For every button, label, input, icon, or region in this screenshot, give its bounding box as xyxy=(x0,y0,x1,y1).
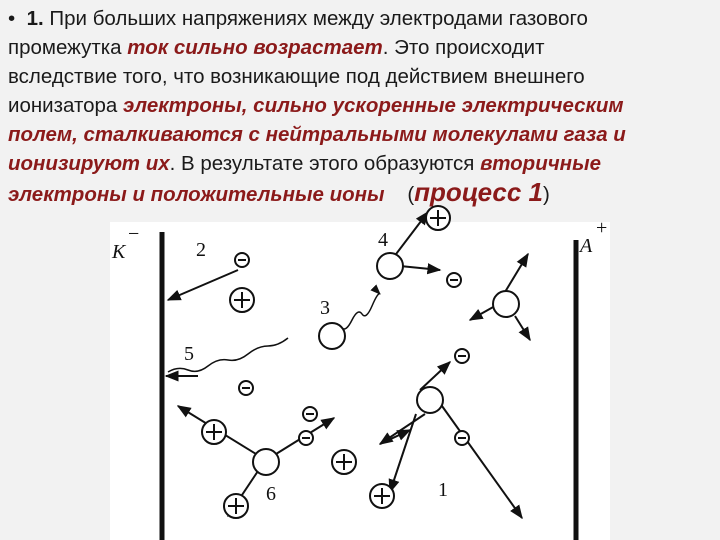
text-line-2: промежутка ток сильно возрастает. Это пр… xyxy=(8,33,720,62)
emphasis-secondary: вторичные xyxy=(480,152,601,175)
text-line-7: электроны и положительные ионы (процесс … xyxy=(8,178,720,207)
text-segment: ионизатора xyxy=(8,94,118,117)
text-line-3: вследствие того, что возникающие под дей… xyxy=(8,62,720,91)
positive-ions xyxy=(201,205,451,519)
emphasis-process-1: процесс 1 xyxy=(414,177,543,207)
electron-minus xyxy=(238,380,254,396)
anode-label: A xyxy=(578,235,593,257)
bullet-number: 1. xyxy=(26,7,44,30)
electron-minus xyxy=(298,430,314,446)
anode-sign: + xyxy=(596,217,607,239)
process-label-2: 2 xyxy=(196,239,206,261)
arrow xyxy=(379,429,412,445)
neutral-molecule xyxy=(252,448,280,476)
electron-minus xyxy=(454,348,470,364)
electron-minus xyxy=(454,430,470,446)
arrow xyxy=(441,405,523,520)
gas-discharge-diagram: K − A + 2 4 3 5 6 1 xyxy=(111,205,607,540)
text-segment: При больших напряжениях между электродам… xyxy=(49,7,588,30)
arrow xyxy=(514,315,531,342)
process-label-3: 3 xyxy=(320,297,330,319)
bullet-marker: • xyxy=(8,7,16,30)
ion-plus xyxy=(331,449,357,475)
text-segment: . В результате этого образуются xyxy=(169,152,475,175)
process-label-4: 4 xyxy=(378,229,388,251)
figure-background xyxy=(110,222,610,540)
ion-plus xyxy=(369,483,395,509)
text-segment: вследствие того, что возникающие под дей… xyxy=(8,65,585,88)
electron-minus xyxy=(234,252,250,268)
arrow xyxy=(378,413,426,445)
text-line-5: полем, сталкиваются с нейтральными молек… xyxy=(8,120,720,149)
process-label-6: 6 xyxy=(266,483,276,505)
electrons xyxy=(234,252,470,446)
neutral-molecule xyxy=(416,386,444,414)
neutral-molecule xyxy=(376,252,404,280)
neutral-molecule xyxy=(318,322,346,350)
arrow xyxy=(504,252,529,293)
ion-plus xyxy=(201,419,227,445)
text-segment: промежутка xyxy=(8,36,122,59)
emphasis-accelerated-electrons: электроны, сильно ускоренные электрическ… xyxy=(123,94,624,117)
process-label-5: 5 xyxy=(184,343,194,365)
text-line-6: ионизируют их. В результате этого образу… xyxy=(8,149,720,178)
ion-plus xyxy=(425,205,451,231)
emphasis-electrons-ions: электроны и положительные ионы xyxy=(8,183,385,206)
cathode-sign: − xyxy=(128,223,139,245)
paren-open: ( xyxy=(407,183,415,206)
ion-plus xyxy=(223,493,249,519)
arrow xyxy=(388,413,417,494)
ion-plus xyxy=(229,287,255,313)
arrow xyxy=(468,305,496,321)
electron-minus xyxy=(302,406,318,422)
emphasis-current-increase: ток сильно возрастает xyxy=(127,36,383,59)
slide-text-block: • 1. При больших напряжениях между элект… xyxy=(8,4,720,207)
emphasis-ionize: ионизируют их xyxy=(8,152,170,175)
photon-path-5 xyxy=(167,337,289,373)
text-line-4: ионизатора электроны, сильно ускоренные … xyxy=(8,91,720,120)
text-segment: . Это происходит xyxy=(382,36,545,59)
paren-close: ) xyxy=(542,183,550,206)
arrow xyxy=(399,263,442,275)
text-line-1: • 1. При больших напряжениях между элект… xyxy=(8,4,720,33)
cathode-label: K xyxy=(111,241,127,263)
electron-minus xyxy=(446,272,462,288)
arrow xyxy=(166,269,239,301)
neutral-molecules xyxy=(252,252,520,476)
emphasis-collision: полем, сталкиваются с нейтральными молек… xyxy=(8,123,626,146)
arrow xyxy=(419,361,452,391)
process-label-1: 1 xyxy=(438,479,448,501)
neutral-molecule xyxy=(492,290,520,318)
